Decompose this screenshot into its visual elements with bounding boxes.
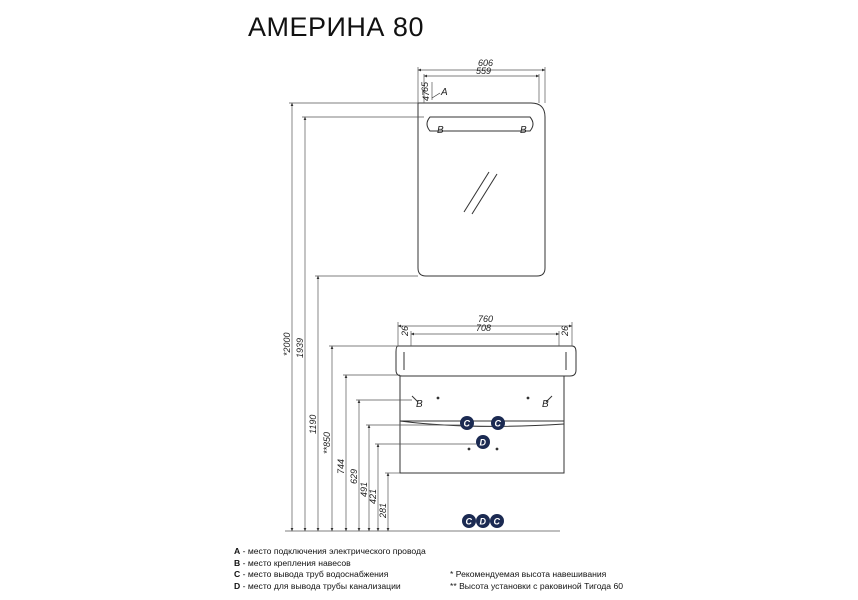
mirror-glare-1: [463, 171, 490, 213]
svg-text:C: C: [466, 517, 473, 527]
height-1190: 1190: [308, 415, 318, 434]
floor-marker-d: D: [476, 514, 490, 528]
vanity-connection-c1: C: [460, 416, 474, 430]
notes: * Рекомендуемая высота навешивания ** Вы…: [450, 569, 623, 592]
legend-row-d: D - место для вывода трубы канализации: [234, 580, 401, 591]
vanity-connection-c2: C: [491, 416, 505, 430]
label-b-mirror-right: B: [520, 125, 527, 136]
vanity-cabinet: [399, 375, 565, 474]
drawer-front: [399, 420, 565, 427]
height-1939: 1939: [295, 338, 305, 358]
height-281: 281: [378, 503, 388, 519]
dim-vanity-708: 708: [476, 323, 491, 333]
height-491: 491: [359, 482, 369, 497]
svg-text:D: D: [480, 517, 487, 527]
height-2000: *2000: [282, 332, 292, 356]
height-421: 421: [368, 489, 378, 504]
label-b-vanity-left: B: [416, 399, 423, 410]
legend-row-b: B - место крепления навесов: [234, 557, 351, 568]
svg-text:C: C: [494, 517, 501, 527]
mirror-dimensions: [417, 67, 546, 103]
vanity-top: [395, 345, 577, 377]
legend: A - место подключения электрического про…: [234, 546, 426, 592]
floor-marker-c-left: C: [462, 514, 476, 528]
height-629: 629: [349, 469, 359, 484]
page-title: АМЕРИНА 80: [248, 12, 424, 42]
vanity: [395, 345, 577, 474]
legend-row-c: C - место вывода труб водоснабжения: [234, 569, 389, 580]
dim-vanity-760: 760: [478, 314, 493, 324]
floor-marker-c-right: C: [490, 514, 504, 528]
height-744: 744: [336, 459, 346, 474]
mirror-lamp: [426, 116, 534, 132]
legend-row-a: A - место подключения электрического про…: [234, 546, 426, 556]
vanity-dimensions: [397, 322, 573, 346]
dim-mirror-606: 606: [478, 58, 493, 68]
dim-mirror-559: 559: [476, 66, 491, 76]
vanity-connection-d: D: [476, 435, 490, 449]
dim-vanity-26-left: 26: [400, 326, 410, 337]
mirror-glare-2: [471, 173, 498, 215]
dim-mirror-47: 47: [421, 90, 431, 101]
height-dimensions: [289, 102, 476, 532]
note-recommended-height: * Рекомендуемая высота навешивания: [450, 569, 607, 579]
height-850: **850: [322, 432, 332, 454]
leader-a: [431, 92, 441, 99]
label-b-vanity-right: B: [542, 399, 549, 410]
label-b-mirror-left: B: [437, 125, 444, 136]
mirror-frame: [417, 102, 546, 277]
svg-text:C: C: [495, 419, 502, 429]
mirror: [417, 102, 546, 277]
note-install-height: ** Высота установки с раковиной Тигода 6…: [450, 580, 624, 591]
dim-mirror-65: 65: [420, 81, 430, 92]
label-a: A: [440, 87, 448, 98]
dim-vanity-26-right: 26: [560, 326, 570, 337]
svg-text:D: D: [480, 438, 487, 448]
svg-text:C: C: [464, 419, 471, 429]
